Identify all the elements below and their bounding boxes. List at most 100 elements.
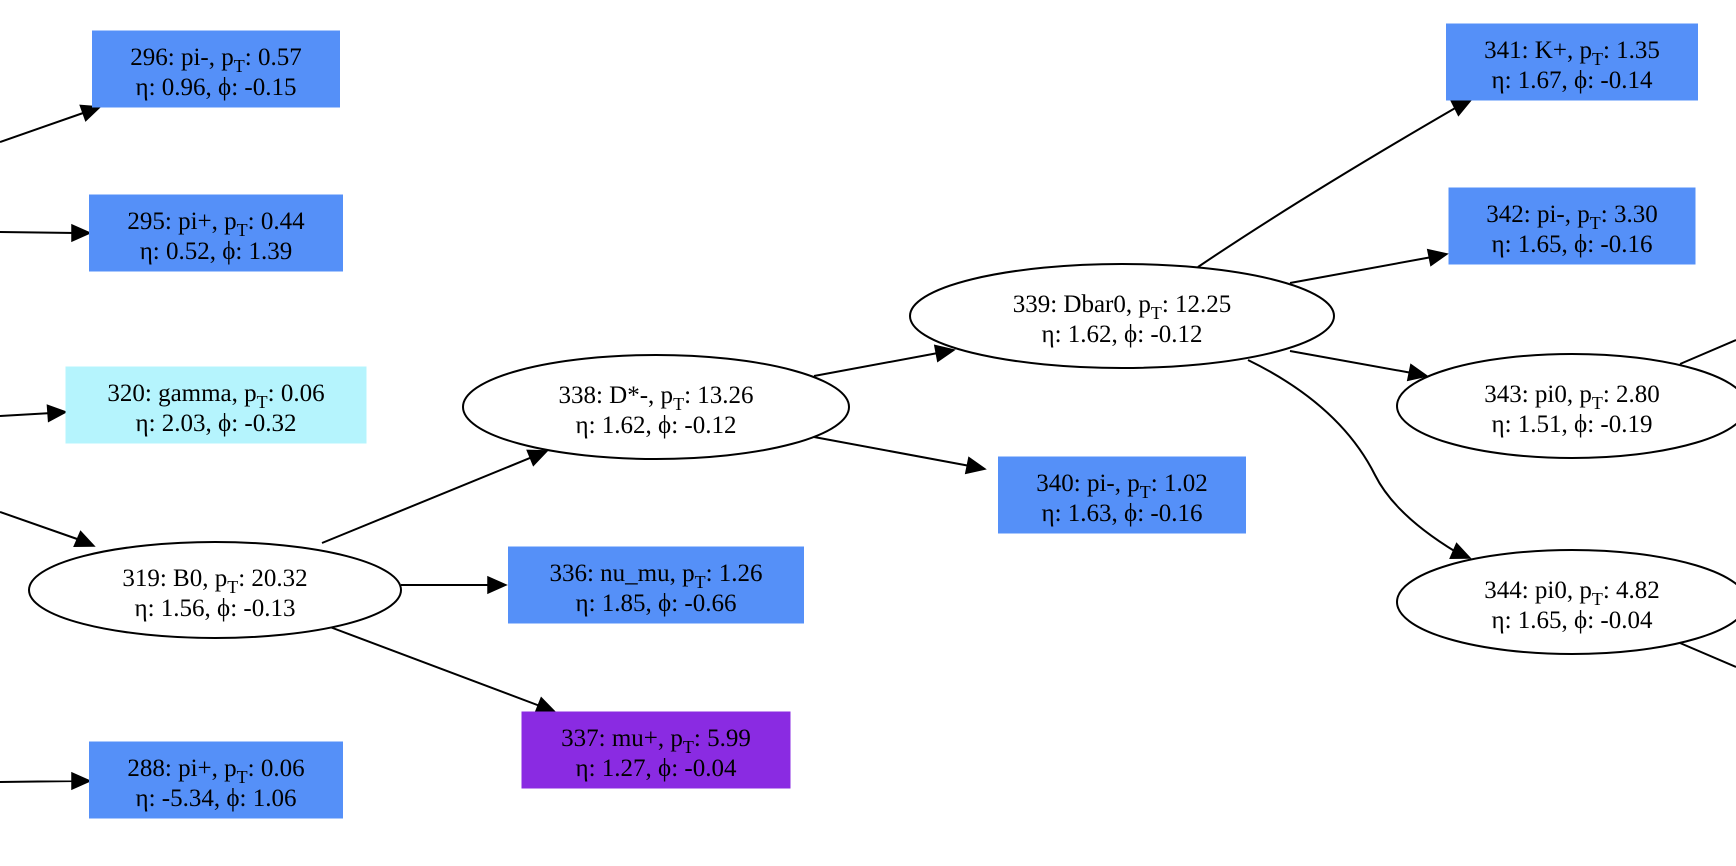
arrowhead [71, 223, 92, 243]
edge-344-to-offscreen-right [1679, 642, 1736, 668]
node-label-line2: η: 0.52, ϕ: 1.39 [140, 238, 293, 265]
node-label-line2: η: 1.67, ϕ: -0.14 [1492, 67, 1653, 94]
node-ellipse [462, 354, 850, 460]
node-box [65, 366, 367, 444]
node-label-line1: 337: mu+, pT: 5.99 [561, 725, 751, 757]
node-label-line1: 344: pi0, pT: 4.82 [1484, 577, 1660, 609]
node-label-line2: η: 1.62, ϕ: -0.12 [1042, 321, 1203, 348]
edge-line [1679, 339, 1736, 365]
edge-line [0, 231, 77, 234]
edge-line [0, 412, 53, 417]
edge-319-to-337 [329, 626, 557, 714]
edge-offscreen-left-to-296 [0, 104, 102, 143]
arrowhead [1406, 363, 1429, 382]
node-label-line1: 342: pi-, pT: 3.30 [1486, 201, 1657, 233]
node-label-line2: η: 1.63, ϕ: -0.16 [1042, 500, 1203, 527]
edge-line [0, 780, 77, 783]
node-box [508, 546, 804, 624]
node-box [89, 741, 343, 819]
node-label-line1: 343: pi0, pT: 2.80 [1484, 381, 1660, 413]
arrowhead [46, 404, 68, 423]
node-ellipse [909, 263, 1335, 369]
edge-offscreen-left-to-295 [0, 223, 92, 243]
node-label-line2: η: 1.65, ϕ: -0.04 [1492, 607, 1653, 634]
node-label-line2: η: 1.85, ϕ: -0.66 [576, 590, 737, 617]
node-295[interactable]: 295: pi+, pT: 0.44η: 0.52, ϕ: 1.39 [89, 194, 343, 272]
node-label-line1: 336: nu_mu, pT: 1.26 [549, 560, 762, 592]
node-label-line1: 296: pi-, pT: 0.57 [130, 44, 301, 76]
edge-line [1289, 256, 1433, 284]
edge-line [1197, 106, 1458, 268]
edge-line [0, 511, 81, 541]
edge-319-to-338 [321, 449, 549, 544]
node-label-line1: 295: pi+, pT: 0.44 [127, 208, 305, 240]
node-box [1448, 187, 1696, 265]
node-342[interactable]: 342: pi-, pT: 3.30η: 1.65, ϕ: -0.16 [1448, 187, 1696, 265]
edge-offscreen-left-to-319 [0, 511, 96, 548]
node-box [521, 711, 791, 789]
node-288[interactable]: 288: pi+, pT: 0.06η: -5.34, ϕ: 1.06 [89, 741, 343, 819]
edge-319-to-336 [401, 575, 508, 595]
nodes-layer: 296: pi-, pT: 0.57η: 0.96, ϕ: -0.15 295: … [28, 23, 1736, 819]
node-label-line2: η: 1.62, ϕ: -0.12 [576, 412, 737, 439]
edge-line [813, 436, 971, 467]
arrowhead [526, 449, 549, 467]
node-label-line1: 341: K+, pT: 1.35 [1484, 37, 1660, 69]
node-319[interactable]: 319: B0, pT: 20.32η: 1.56, ϕ: -0.13 [28, 541, 402, 639]
node-label-line2: η: -5.34, ϕ: 1.06 [136, 785, 297, 812]
node-box [998, 456, 1246, 534]
arrowhead [71, 771, 92, 791]
node-label-line2: η: 1.51, ϕ: -0.19 [1492, 411, 1653, 438]
node-box [89, 194, 343, 272]
edges-layer [0, 99, 1736, 791]
edge-line [1679, 642, 1736, 668]
node-box [1446, 23, 1698, 101]
node-337[interactable]: 337: mu+, pT: 5.99η: 1.27, ϕ: -0.04 [521, 711, 791, 789]
node-339[interactable]: 339: Dbar0, pT: 12.25η: 1.62, ϕ: -0.12 [909, 263, 1335, 369]
node-320[interactable]: 320: gamma, pT: 0.06η: 2.03, ϕ: -0.32 [65, 366, 367, 444]
edge-339-to-344 [1247, 359, 1472, 560]
arrowhead [1450, 99, 1473, 117]
node-label-line1: 339: Dbar0, pT: 12.25 [1013, 291, 1232, 323]
edge-line [0, 111, 87, 143]
edge-line [813, 352, 939, 377]
node-label-line1: 319: B0, pT: 20.32 [122, 565, 307, 597]
node-label-line2: η: 1.56, ϕ: -0.13 [135, 595, 296, 622]
node-340[interactable]: 340: pi-, pT: 1.02η: 1.63, ϕ: -0.16 [998, 456, 1246, 534]
arrowhead [487, 575, 508, 595]
arrowhead [73, 530, 96, 548]
node-341[interactable]: 341: K+, pT: 1.35η: 1.67, ϕ: -0.14 [1446, 23, 1698, 101]
node-label-line2: η: 0.96, ϕ: -0.15 [136, 74, 297, 101]
node-ellipse [1396, 353, 1736, 459]
edge-offscreen-left-to-320 [0, 404, 68, 423]
arrowhead [1426, 248, 1449, 267]
node-box [92, 30, 340, 108]
node-label-line1: 338: D*-, pT: 13.26 [558, 382, 753, 414]
edge-offscreen-left-to-288 [0, 771, 92, 791]
node-label-line2: η: 2.03, ϕ: -0.32 [136, 410, 297, 437]
edge-line [1289, 350, 1413, 374]
node-label-line1: 320: gamma, pT: 0.06 [107, 380, 324, 412]
edge-line [321, 456, 531, 544]
edge-339-to-342 [1289, 248, 1449, 284]
node-343[interactable]: 343: pi0, pT: 2.80η: 1.51, ϕ: -0.19 [1396, 353, 1736, 459]
edge-339-to-341 [1197, 99, 1473, 268]
node-ellipse [28, 541, 402, 639]
node-338[interactable]: 338: D*-, pT: 13.26η: 1.62, ϕ: -0.12 [462, 354, 850, 460]
node-344[interactable]: 344: pi0, pT: 4.82η: 1.65, ϕ: -0.04 [1396, 549, 1736, 655]
edge-line [1247, 359, 1457, 553]
edge-line [329, 626, 541, 707]
node-ellipse [1396, 549, 1736, 655]
edge-339-to-343 [1289, 350, 1429, 382]
node-296[interactable]: 296: pi-, pT: 0.57η: 0.96, ϕ: -0.15 [92, 30, 340, 108]
node-336[interactable]: 336: nu_mu, pT: 1.26η: 1.85, ϕ: -0.66 [508, 546, 804, 624]
edge-343-to-offscreen-right [1679, 339, 1736, 365]
node-label-line2: η: 1.27, ϕ: -0.04 [576, 755, 737, 782]
arrowhead [79, 104, 102, 122]
arrowhead [933, 344, 956, 363]
arrowhead [964, 456, 987, 475]
node-label-line1: 288: pi+, pT: 0.06 [127, 755, 304, 787]
arrowhead [1449, 542, 1472, 560]
edge-338-to-340 [813, 436, 987, 475]
